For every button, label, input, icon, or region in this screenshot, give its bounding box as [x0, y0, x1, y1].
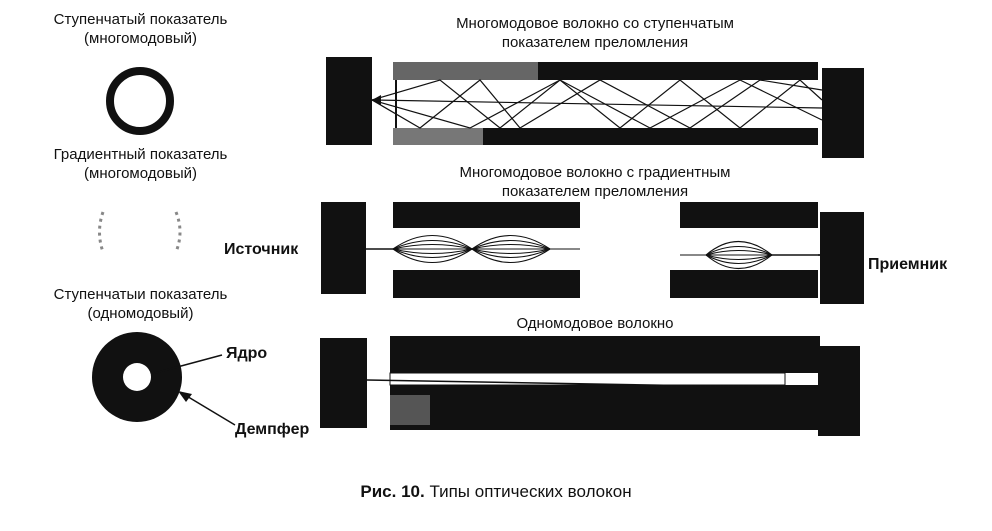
graded-title-line1: Градиентный показатель [53, 146, 228, 163]
core-label: Ядро [226, 345, 268, 362]
figure-number: Рис. 10. [360, 482, 425, 501]
multimode-step-title: Многомодовое волокно со ступенчатым пока… [400, 14, 790, 52]
receiver-label: Приемник [868, 256, 948, 273]
multimode-graded-title: Многомодовое волокно с градиентным показ… [400, 163, 790, 201]
step-multimode-cross-section [106, 67, 174, 135]
graded-title-line2: (многомодовый) [84, 165, 197, 182]
step-multimode-title-line2: (многомодовый) [84, 30, 197, 47]
singlemode-title: Одномодовое волокно [516, 315, 674, 332]
figure-caption: Рис. 10. Типы оптических волокон [0, 482, 992, 502]
step-singlemode-title: Ступенчатыи показатель (одномодовый) [28, 285, 253, 323]
graded-cross-section [98, 211, 182, 253]
receiver-block-3 [818, 346, 860, 436]
source-block-1 [326, 57, 372, 145]
source-block-3 [320, 338, 367, 428]
figure-text: Типы оптических волокон [429, 482, 632, 501]
step-singlemode-title-line2: (одномодовый) [87, 305, 194, 322]
singlemode-fiber [320, 336, 860, 436]
core-pointer [154, 354, 223, 374]
multimode-step-title-line2: показателем преломления [501, 34, 689, 51]
cladding-pointer [178, 391, 236, 426]
multimode-graded-title-line1: Многомодовое волокно с градиентным [459, 164, 731, 181]
step-singlemode-title-line1: Ступенчатыи показатель [53, 286, 228, 303]
receiver-block-1 [822, 68, 864, 158]
multimode-graded-fiber [321, 202, 864, 304]
source-block-2 [321, 202, 366, 294]
multimode-step-title-line1: Многомодовое волокно со ступенчатым [456, 15, 734, 32]
cladding-label: Демпфер [235, 421, 310, 438]
source-label: Источник [224, 241, 299, 258]
multimode-step-fiber [326, 57, 864, 158]
step-multimode-title-line1: Ступенчатый показатель [53, 11, 228, 28]
step-multimode-title: Ступенчатый показатель (многомодовый) [28, 10, 253, 48]
graded-title: Градиентный показатель (многомодовый) [28, 145, 253, 183]
receiver-block-2 [820, 212, 864, 304]
step-singlemode-cross-section [92, 332, 182, 422]
multimode-graded-title-line2: показателем преломления [501, 183, 689, 200]
